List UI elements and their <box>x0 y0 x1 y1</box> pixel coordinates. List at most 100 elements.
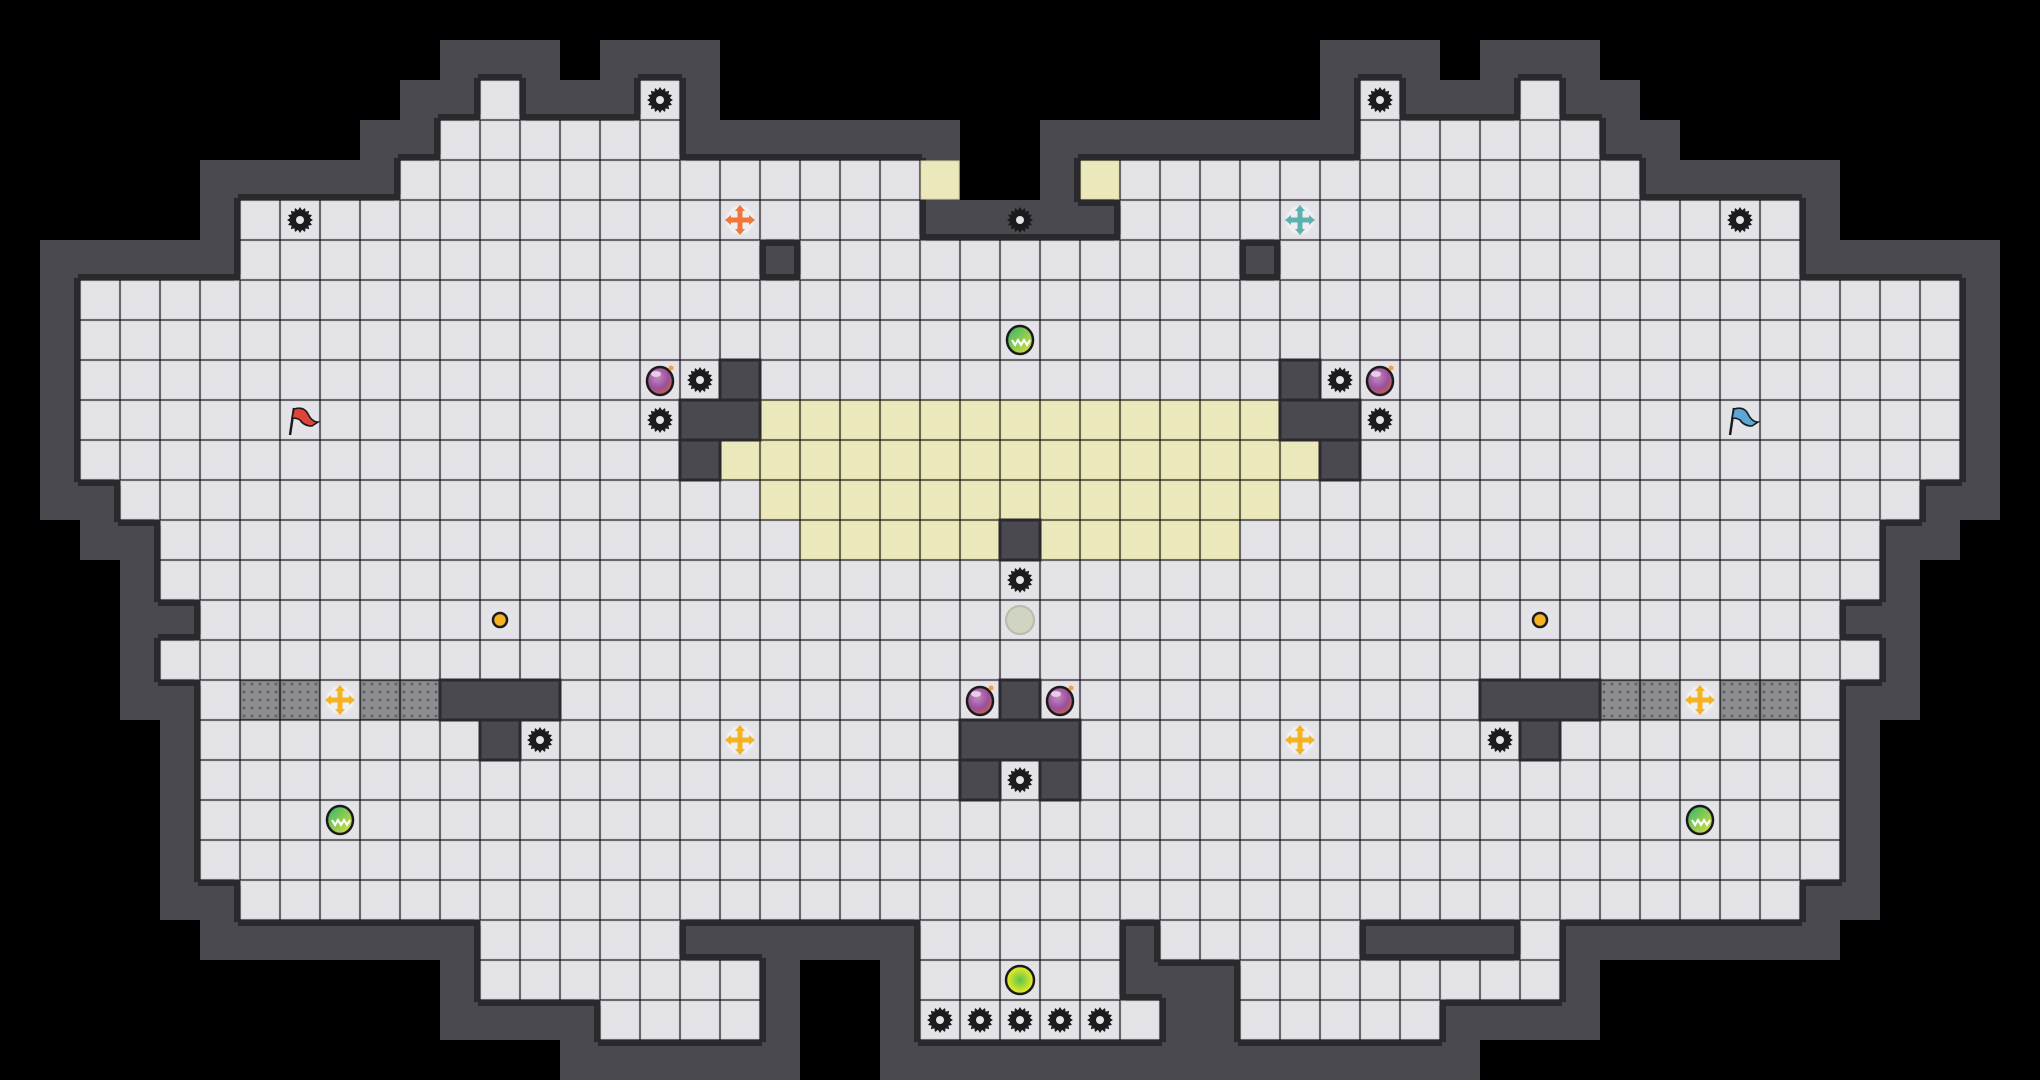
floor-tile <box>1320 720 1360 760</box>
wall-edge <box>914 958 920 1002</box>
spike-trap <box>1087 1007 1113 1033</box>
gear-icon <box>1007 567 1033 593</box>
floor-tile <box>1600 720 1640 760</box>
wall-edge <box>1198 960 1242 966</box>
wall-edge <box>718 154 762 160</box>
floor-tile <box>1760 520 1800 560</box>
wall-edge <box>1558 114 1602 120</box>
floor-tile <box>800 840 840 880</box>
floor-tile <box>1680 760 1720 800</box>
wall-tile <box>1400 40 1440 80</box>
wall-edge <box>1398 920 1442 926</box>
floor-tile <box>1120 640 1160 680</box>
floor-tile <box>520 960 560 1000</box>
floor-tile <box>720 640 760 680</box>
gear-hole <box>656 416 664 424</box>
floor-tile <box>1000 640 1040 680</box>
floor-tile <box>1520 800 1560 840</box>
wall-edge <box>1440 998 1446 1042</box>
gear-hole <box>1336 376 1344 384</box>
wall-edge <box>194 838 200 882</box>
wall-edge <box>634 78 640 122</box>
floor-tile <box>1280 320 1320 360</box>
floor-tile <box>440 440 480 480</box>
wall-tile <box>880 960 920 1000</box>
wall-edge <box>958 1040 1002 1046</box>
floor-tile <box>960 640 1000 680</box>
floor-tile <box>1640 720 1680 760</box>
floor-tile <box>1040 800 1080 840</box>
floor-tile <box>960 600 1000 640</box>
floor-tile <box>1920 280 1960 320</box>
floor-tile <box>1680 880 1720 920</box>
floor-tile <box>440 600 480 640</box>
floor-tile <box>960 320 1000 360</box>
floor-tile <box>1240 560 1280 600</box>
cross-horizontal <box>1688 697 1712 703</box>
floor-tile <box>1480 360 1520 400</box>
wall-edge <box>434 118 440 162</box>
gear-hole <box>536 736 544 744</box>
floor-tile <box>800 600 840 640</box>
powerup-icon <box>1685 804 1715 836</box>
wall-edge <box>1118 1040 1162 1046</box>
floor-tile <box>1640 280 1680 320</box>
wall-tile <box>1240 120 1280 160</box>
wall-tile <box>1440 920 1480 960</box>
floor-tile <box>400 440 440 480</box>
floor-tile <box>80 320 120 360</box>
wall-edge <box>1718 920 1762 926</box>
wall-tile <box>1320 80 1360 120</box>
floor-tile <box>640 120 680 160</box>
grate-tile <box>360 680 400 720</box>
wall-edge <box>278 194 322 200</box>
wall-edge <box>878 154 922 160</box>
wall-edge <box>1518 74 1562 80</box>
floor-tile <box>1400 600 1440 640</box>
gear-icon <box>647 407 673 433</box>
floor-tile <box>680 160 720 200</box>
wall-tile <box>1880 640 1920 680</box>
wall-block <box>958 718 1082 762</box>
floor-tile <box>1240 360 1280 400</box>
floor-tile <box>920 240 960 280</box>
floor-tile <box>960 280 1000 320</box>
wall-edge <box>1560 918 1566 962</box>
floor-tile <box>640 840 680 880</box>
floor-tile <box>1000 800 1040 840</box>
floor-tile <box>1560 360 1600 400</box>
zone-tile <box>880 520 920 560</box>
floor-tile <box>640 920 680 960</box>
wall-edge <box>1880 518 1886 562</box>
floor-tile <box>320 280 360 320</box>
floor-tile <box>680 760 720 800</box>
bomb-shine <box>1051 691 1061 697</box>
floor-tile <box>80 360 120 400</box>
wall-tile <box>1560 40 1600 80</box>
wall-tile <box>440 40 480 80</box>
wall-edge <box>198 274 242 280</box>
floor-tile <box>1320 760 1360 800</box>
wall-tile <box>760 920 800 960</box>
floor-tile <box>1440 520 1480 560</box>
floor-tile <box>1200 800 1240 840</box>
floor-tile <box>600 520 640 560</box>
wall-tile <box>520 80 560 120</box>
floor-tile <box>360 280 400 320</box>
floor-tile <box>480 800 520 840</box>
floor-tile <box>440 480 480 520</box>
arrow-down-icon <box>1295 229 1305 235</box>
wall-edge <box>194 718 200 762</box>
floor-tile <box>560 320 600 360</box>
floor-tile <box>240 400 280 440</box>
floor-tile <box>520 240 560 280</box>
floor-tile <box>1600 240 1640 280</box>
wall-tile <box>880 1040 920 1080</box>
wall-tile <box>560 1000 600 1040</box>
floor-tile <box>1240 200 1280 240</box>
zone-tile <box>1080 160 1120 200</box>
floor-tile <box>1240 840 1280 880</box>
floor-tile <box>1600 800 1640 840</box>
floor-tile <box>200 560 240 600</box>
floor-tile <box>840 720 880 760</box>
